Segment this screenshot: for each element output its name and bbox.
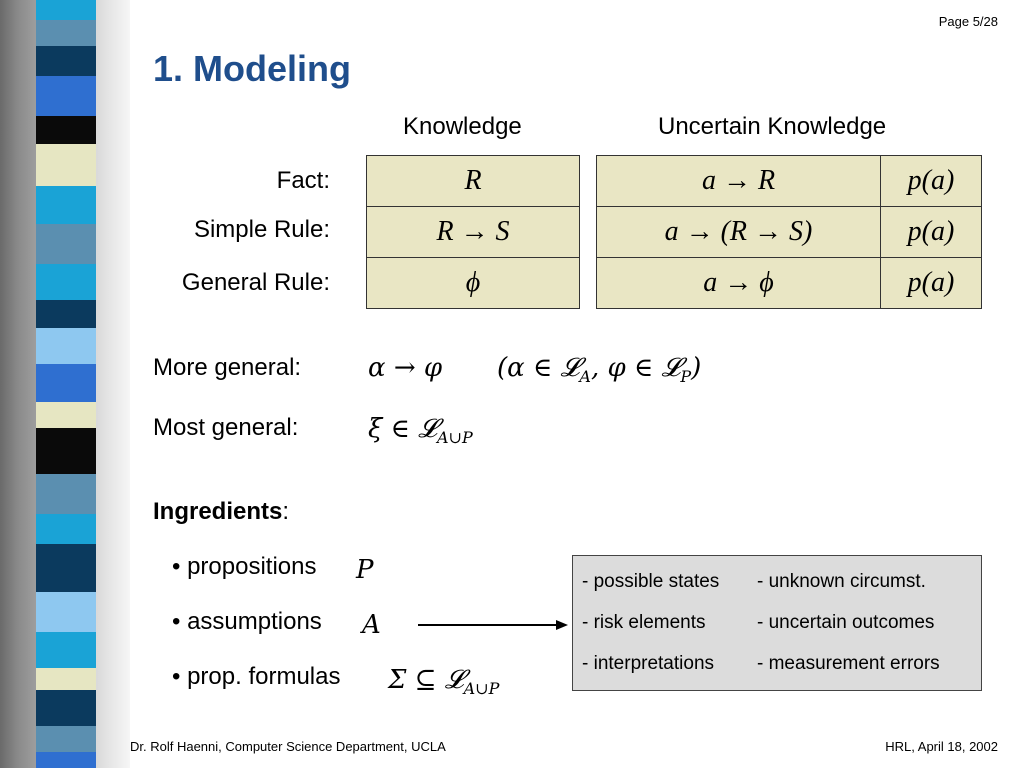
header-knowledge: Knowledge [403,113,522,140]
symbol-p: P [356,555,374,585]
knowledge-table: R R → S ϕ [366,155,580,309]
table-row: a → ϕ p(a) [596,257,982,309]
most-general-label: Most general: [153,414,299,441]
decorative-block [36,328,96,364]
table-row: R [366,155,580,207]
bullet-prop-formulas: • prop. formulas [172,663,341,690]
decorative-block [36,514,96,544]
slide-title: 1. Modeling [153,48,351,89]
probability-cell: p(a) [880,257,982,309]
probability-cell: p(a) [880,206,982,258]
decorative-block [36,364,96,402]
decorative-block [36,144,96,186]
decorative-color-blocks [36,0,96,768]
most-general-expression: ξ ∈ 𝓛A∪P [368,414,473,448]
decorative-block [36,186,96,224]
footer-date: HRL, April 18, 2002 [885,739,998,754]
probability-cell: p(a) [880,155,982,207]
knowledge-cell: R → S [366,206,580,258]
decorative-block [36,46,96,76]
row-label-fact: Fact: [276,167,330,194]
box-item: - possible states [582,571,720,592]
symbol-a: A [362,610,381,640]
knowledge-cell: R [366,155,580,207]
assumptions-examples-box: - possible states - risk elements - inte… [572,555,982,691]
box-item: - measurement errors [757,653,940,674]
decorative-block [36,402,96,428]
decorative-block [36,668,96,690]
table-row: a → R p(a) [596,155,982,207]
decorative-block [36,20,96,46]
decorative-block [36,474,96,514]
decorative-block [36,224,96,264]
footer-author: Dr. Rolf Haenni, Computer Science Depart… [130,739,446,754]
knowledge-cell: ϕ [366,257,580,309]
row-label-general-rule: General Rule: [181,269,330,296]
more-general-label: More general: [153,354,302,381]
table-row: R → S [366,206,580,258]
decorative-block [36,752,96,768]
decorative-block [36,592,96,632]
box-item: - interpretations [582,653,715,674]
more-general-expression: α → φ [368,353,443,383]
decorative-block [36,428,96,474]
row-label-simple-rule: Simple Rule: [193,216,330,243]
bullet-propositions: • propositions [172,553,317,580]
box-item: - uncertain outcomes [757,612,935,633]
uncertain-cell: a → (R → S) [596,206,881,258]
arrow-right-icon [418,620,568,630]
decorative-block [36,632,96,668]
bullet-assumptions: • assumptions [172,608,322,635]
decorative-block [36,116,96,144]
decorative-block [36,544,96,592]
ingredients-heading: Ingredients: [153,498,290,525]
decorative-block [36,76,96,116]
table-row: ϕ [366,257,580,309]
decorative-block [36,0,96,20]
box-item: - unknown circumst. [757,571,926,592]
table-row: a → (R → S) p(a) [596,206,982,258]
box-item: - risk elements [582,612,706,633]
symbol-sigma-subset: Σ ⊆ 𝓛A∪P [388,665,500,699]
uncertain-cell: a → ϕ [596,257,881,309]
decorative-block [36,264,96,300]
decorative-block [36,726,96,752]
more-general-condition: (α ∈ 𝓛A, φ ∈ 𝓛P) [497,353,702,387]
decorative-block [36,690,96,726]
uncertain-knowledge-table: a → R p(a) a → (R → S) p(a) a → ϕ p(a) [596,155,982,309]
page-number: Page 5/28 [938,14,998,29]
decorative-block [36,300,96,328]
uncertain-cell: a → R [596,155,881,207]
header-uncertain-knowledge: Uncertain Knowledge [658,113,887,140]
